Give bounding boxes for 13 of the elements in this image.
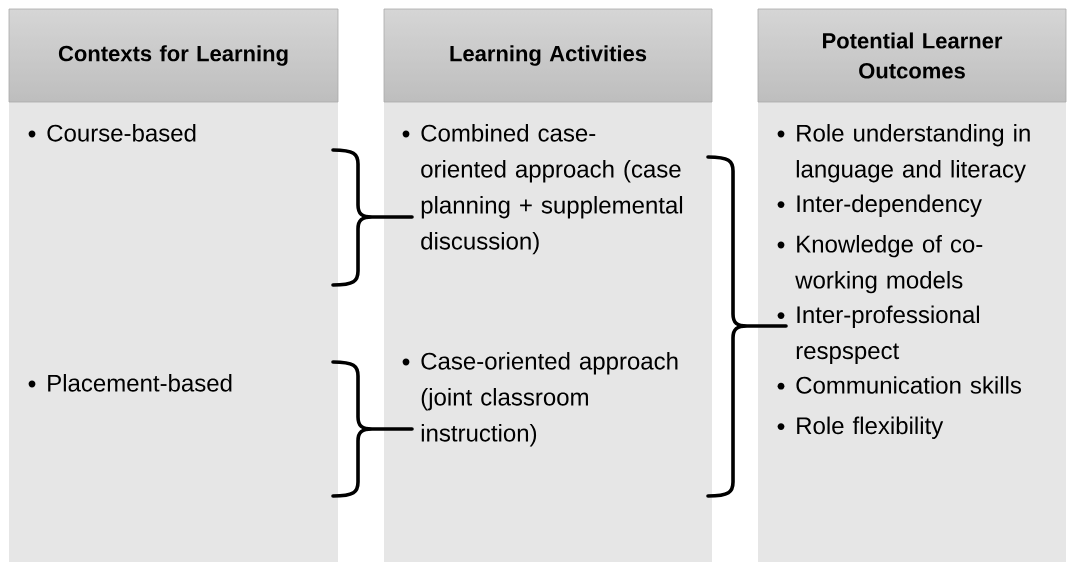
column-header: Contexts for Learning — [8, 8, 339, 103]
bullet-item: Inter-dependency — [777, 194, 982, 217]
bullet-item: Combined case-oriented approach (case planning + supplemental discussion) — [402, 124, 683, 255]
bullet-item: Communication skills — [777, 376, 1021, 394]
bullet-item: Placement-based — [28, 374, 232, 392]
bullet-item: Course-based — [28, 124, 196, 142]
column-header: Potential Learner Outcomes — [757, 8, 1067, 103]
bullet-item: Role understanding in language and literacy — [777, 124, 1030, 183]
bullet-item: Knowledge of co-working models — [777, 235, 983, 294]
column-header: Learning Activities — [383, 8, 713, 103]
bullet-item: Case-oriented approach (joint classroom instruction) — [402, 352, 678, 447]
bullet-item: Role flexibility — [777, 416, 944, 439]
bullet-item: Inter-professional respspect — [777, 305, 979, 364]
